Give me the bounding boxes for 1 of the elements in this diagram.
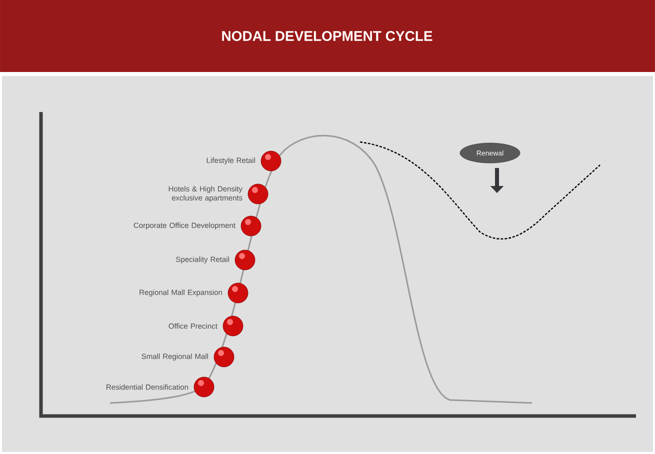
title-bar: NODAL DEVELOPMENT CYCLE <box>0 0 655 72</box>
